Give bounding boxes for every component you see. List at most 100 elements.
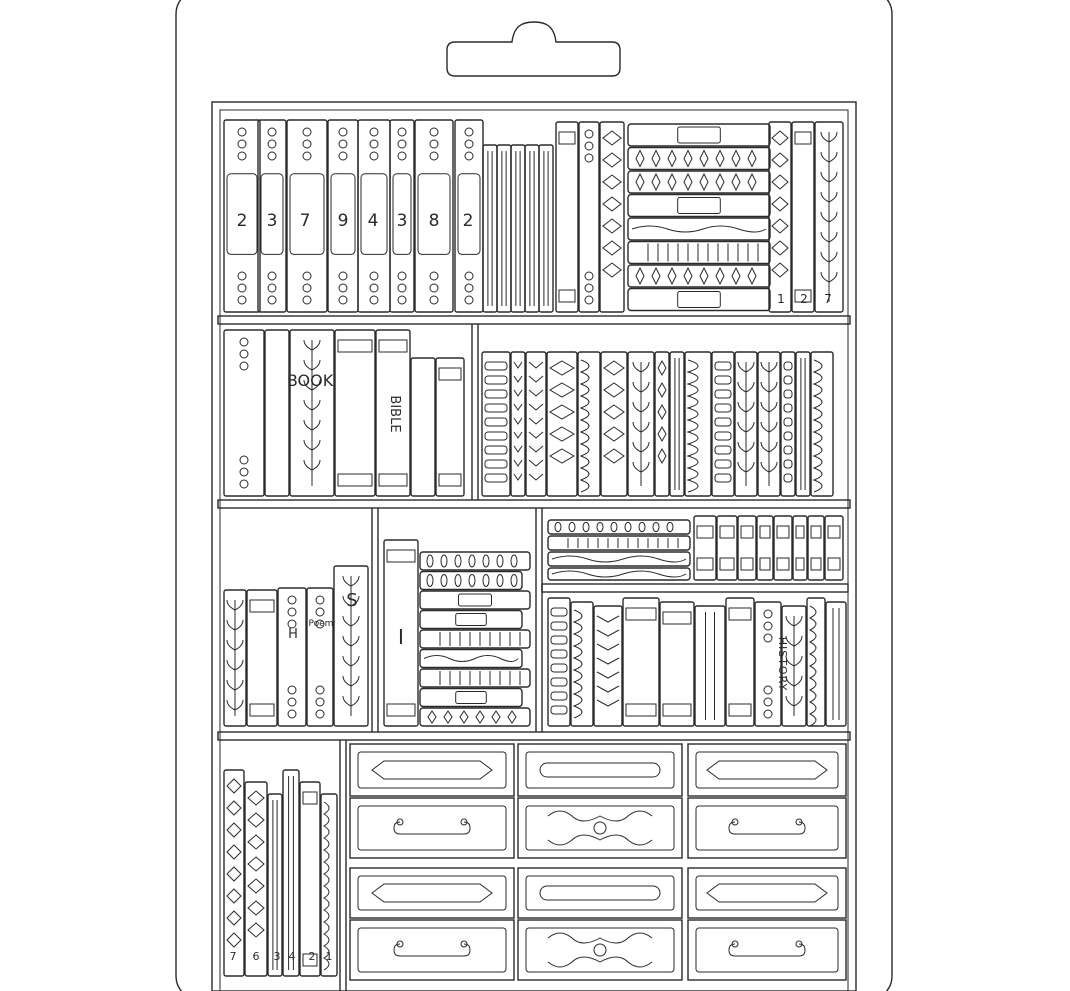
book-spine xyxy=(570,601,594,727)
drawer-label-plate xyxy=(539,762,661,778)
spine-chevron xyxy=(513,361,523,369)
spine-leaf xyxy=(820,251,838,263)
spine-band xyxy=(714,417,732,427)
spine-outline xyxy=(524,144,540,313)
spine-number: 3 xyxy=(397,211,408,231)
spine-ornament xyxy=(267,139,277,149)
spine-ornament xyxy=(429,139,439,149)
spine-diamond xyxy=(603,404,625,420)
spine-diamond xyxy=(247,900,265,916)
book-star xyxy=(635,172,645,192)
book-star xyxy=(635,266,645,286)
spine-outline xyxy=(257,119,287,313)
spine-outline xyxy=(768,121,792,313)
drawer xyxy=(349,919,515,981)
spine-outline xyxy=(299,781,321,977)
book-star xyxy=(747,172,757,192)
shelf-1-right-numbers: 1 2 7 xyxy=(777,292,832,306)
spine-diamond xyxy=(602,196,622,212)
book-outline xyxy=(627,287,771,312)
book-wave xyxy=(551,570,687,578)
spine-band xyxy=(550,705,568,715)
spine-outline xyxy=(810,351,834,497)
book-dot xyxy=(482,574,490,587)
spine-chevron xyxy=(596,699,620,707)
drawer-frame xyxy=(517,743,683,797)
book-dot xyxy=(454,574,462,587)
book-star xyxy=(667,266,677,286)
lying-book xyxy=(547,535,691,551)
spine-diamond xyxy=(657,403,667,421)
spine-chevron xyxy=(528,445,544,453)
book-plate xyxy=(455,613,487,626)
spine-outline xyxy=(806,597,826,727)
spine-band xyxy=(662,703,692,717)
spine-ornament xyxy=(464,127,474,137)
book-spine xyxy=(333,565,369,727)
spine-outline xyxy=(627,351,655,497)
book-spine xyxy=(510,351,526,497)
spine-leaf xyxy=(303,459,321,471)
drawer-frame xyxy=(349,919,515,981)
spine-chevron xyxy=(513,431,523,439)
history-spine-label: HISTORY xyxy=(776,637,789,692)
book-dot xyxy=(426,574,434,587)
lying-book xyxy=(419,551,531,571)
lying-book xyxy=(419,609,523,630)
spine-ornament xyxy=(302,139,312,149)
lying-book xyxy=(627,287,771,312)
spine-outline xyxy=(244,781,268,977)
book-star xyxy=(731,266,741,286)
lying-book xyxy=(419,629,531,649)
book-spine xyxy=(481,351,511,497)
spine-chevron xyxy=(528,403,544,411)
spine-leaf xyxy=(632,401,650,413)
spine-label-frame xyxy=(226,173,258,255)
book-outline xyxy=(627,264,771,288)
drawer-front xyxy=(695,805,839,851)
book-spine xyxy=(524,144,540,313)
spine-ornament xyxy=(338,127,348,137)
shelf-1-right-books xyxy=(768,121,844,313)
book-spine xyxy=(223,589,247,727)
book-star xyxy=(747,149,757,168)
spine-band xyxy=(740,557,754,571)
drawer-handle-bolt xyxy=(731,818,739,826)
spine-leaf xyxy=(226,679,244,691)
bookcase-frame xyxy=(211,101,857,991)
spine-ornament xyxy=(397,127,407,137)
spine-outline xyxy=(600,351,628,497)
spine-wave xyxy=(808,605,817,727)
spine-ornament xyxy=(287,595,297,605)
book-outline xyxy=(419,687,523,708)
spine-outline xyxy=(711,351,735,497)
shelf-dividers xyxy=(217,315,851,991)
spine-ornament xyxy=(397,283,407,293)
spine-diamond xyxy=(603,382,625,398)
spine-diamond xyxy=(226,778,242,794)
spine-band xyxy=(378,473,408,487)
book-outline xyxy=(627,123,771,147)
spine-band xyxy=(759,557,771,571)
spine-leaf xyxy=(303,419,321,431)
h-spine-label: H xyxy=(288,627,298,642)
spine-number: 2 xyxy=(800,292,808,306)
book-spine xyxy=(757,351,781,497)
book-spine xyxy=(734,351,758,497)
spine-chevron xyxy=(513,417,523,425)
spine-band xyxy=(714,375,732,385)
book-outline xyxy=(547,567,691,581)
book-star xyxy=(651,149,661,168)
book-wave xyxy=(631,225,767,233)
book-dot xyxy=(666,521,674,533)
drawer-handle-bolt xyxy=(460,818,468,826)
book-spine xyxy=(725,597,755,727)
spine-outline xyxy=(659,601,695,727)
book-outline xyxy=(627,217,771,241)
spine-ornament xyxy=(239,337,249,347)
spine-outline xyxy=(510,144,526,313)
spine-leaf xyxy=(342,695,360,707)
spine-label-frame xyxy=(392,173,412,255)
spine-diamond xyxy=(226,844,242,860)
spine-label-frame xyxy=(330,173,356,255)
